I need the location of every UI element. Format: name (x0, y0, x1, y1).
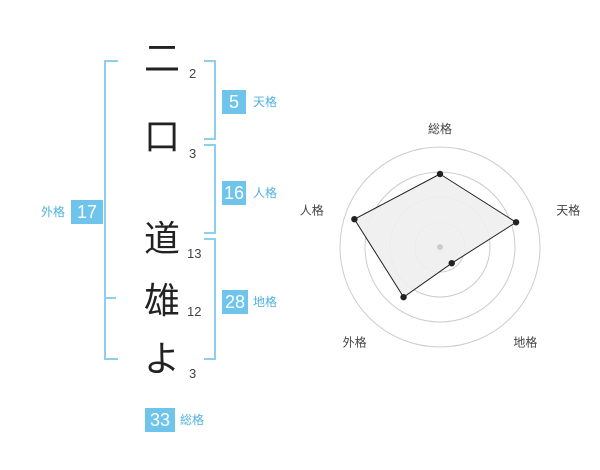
radar-point-1 (436, 170, 444, 178)
name-char-2: 口 (143, 117, 180, 158)
chikaku-bracket (204, 238, 216, 360)
gaikaku-badge: 17 (71, 200, 103, 224)
name-char-3: 道 (143, 219, 180, 260)
stroke-count-2: 3 (189, 146, 197, 161)
name-char-4: 雄 (143, 281, 180, 322)
jinkaku-bracket (204, 144, 216, 234)
stroke-count-1: 2 (189, 66, 197, 81)
chikaku-badge: 28 (222, 290, 248, 314)
gaikaku-bracket (104, 60, 118, 360)
radar-point-5 (351, 215, 358, 223)
soukaku-badge: 33 (145, 408, 175, 432)
tenkaku-bracket (204, 60, 216, 140)
tenkaku-label: 天格 (253, 95, 278, 109)
jinkaku-badge: 16 (222, 181, 246, 205)
stroke-count-4: 12 (187, 304, 202, 319)
radar-point-4 (400, 293, 407, 301)
name-char-1: 二 (143, 39, 180, 80)
stroke-count-5: 3 (189, 366, 197, 381)
radar-axis-label-2: 天格 (556, 203, 580, 218)
radar-axis-label-3: 地格 (513, 334, 537, 349)
stroke-count-3: 13 (187, 246, 202, 261)
radar-points (351, 170, 520, 301)
tenkaku-badge: 5 (222, 90, 246, 114)
radar-axis-label-1: 総格 (428, 121, 452, 136)
soukaku-label: 総格 (180, 413, 205, 427)
radar-center-marker (437, 244, 443, 250)
gaikaku-bracket-tick (104, 297, 116, 299)
radar-ring-4 (339, 146, 541, 348)
radar-polygon (353, 173, 518, 298)
jinkaku-label: 人格 (253, 186, 278, 200)
gaikaku-label: 外格 (41, 205, 66, 219)
radar-point-3 (448, 259, 455, 267)
radar-axis-label-5: 人格 (300, 203, 324, 218)
radar-axis-label-4: 外格 (343, 334, 367, 349)
chikaku-label: 地格 (253, 295, 278, 309)
radar-point-2 (512, 219, 520, 226)
name-char-5: よ (143, 339, 180, 380)
